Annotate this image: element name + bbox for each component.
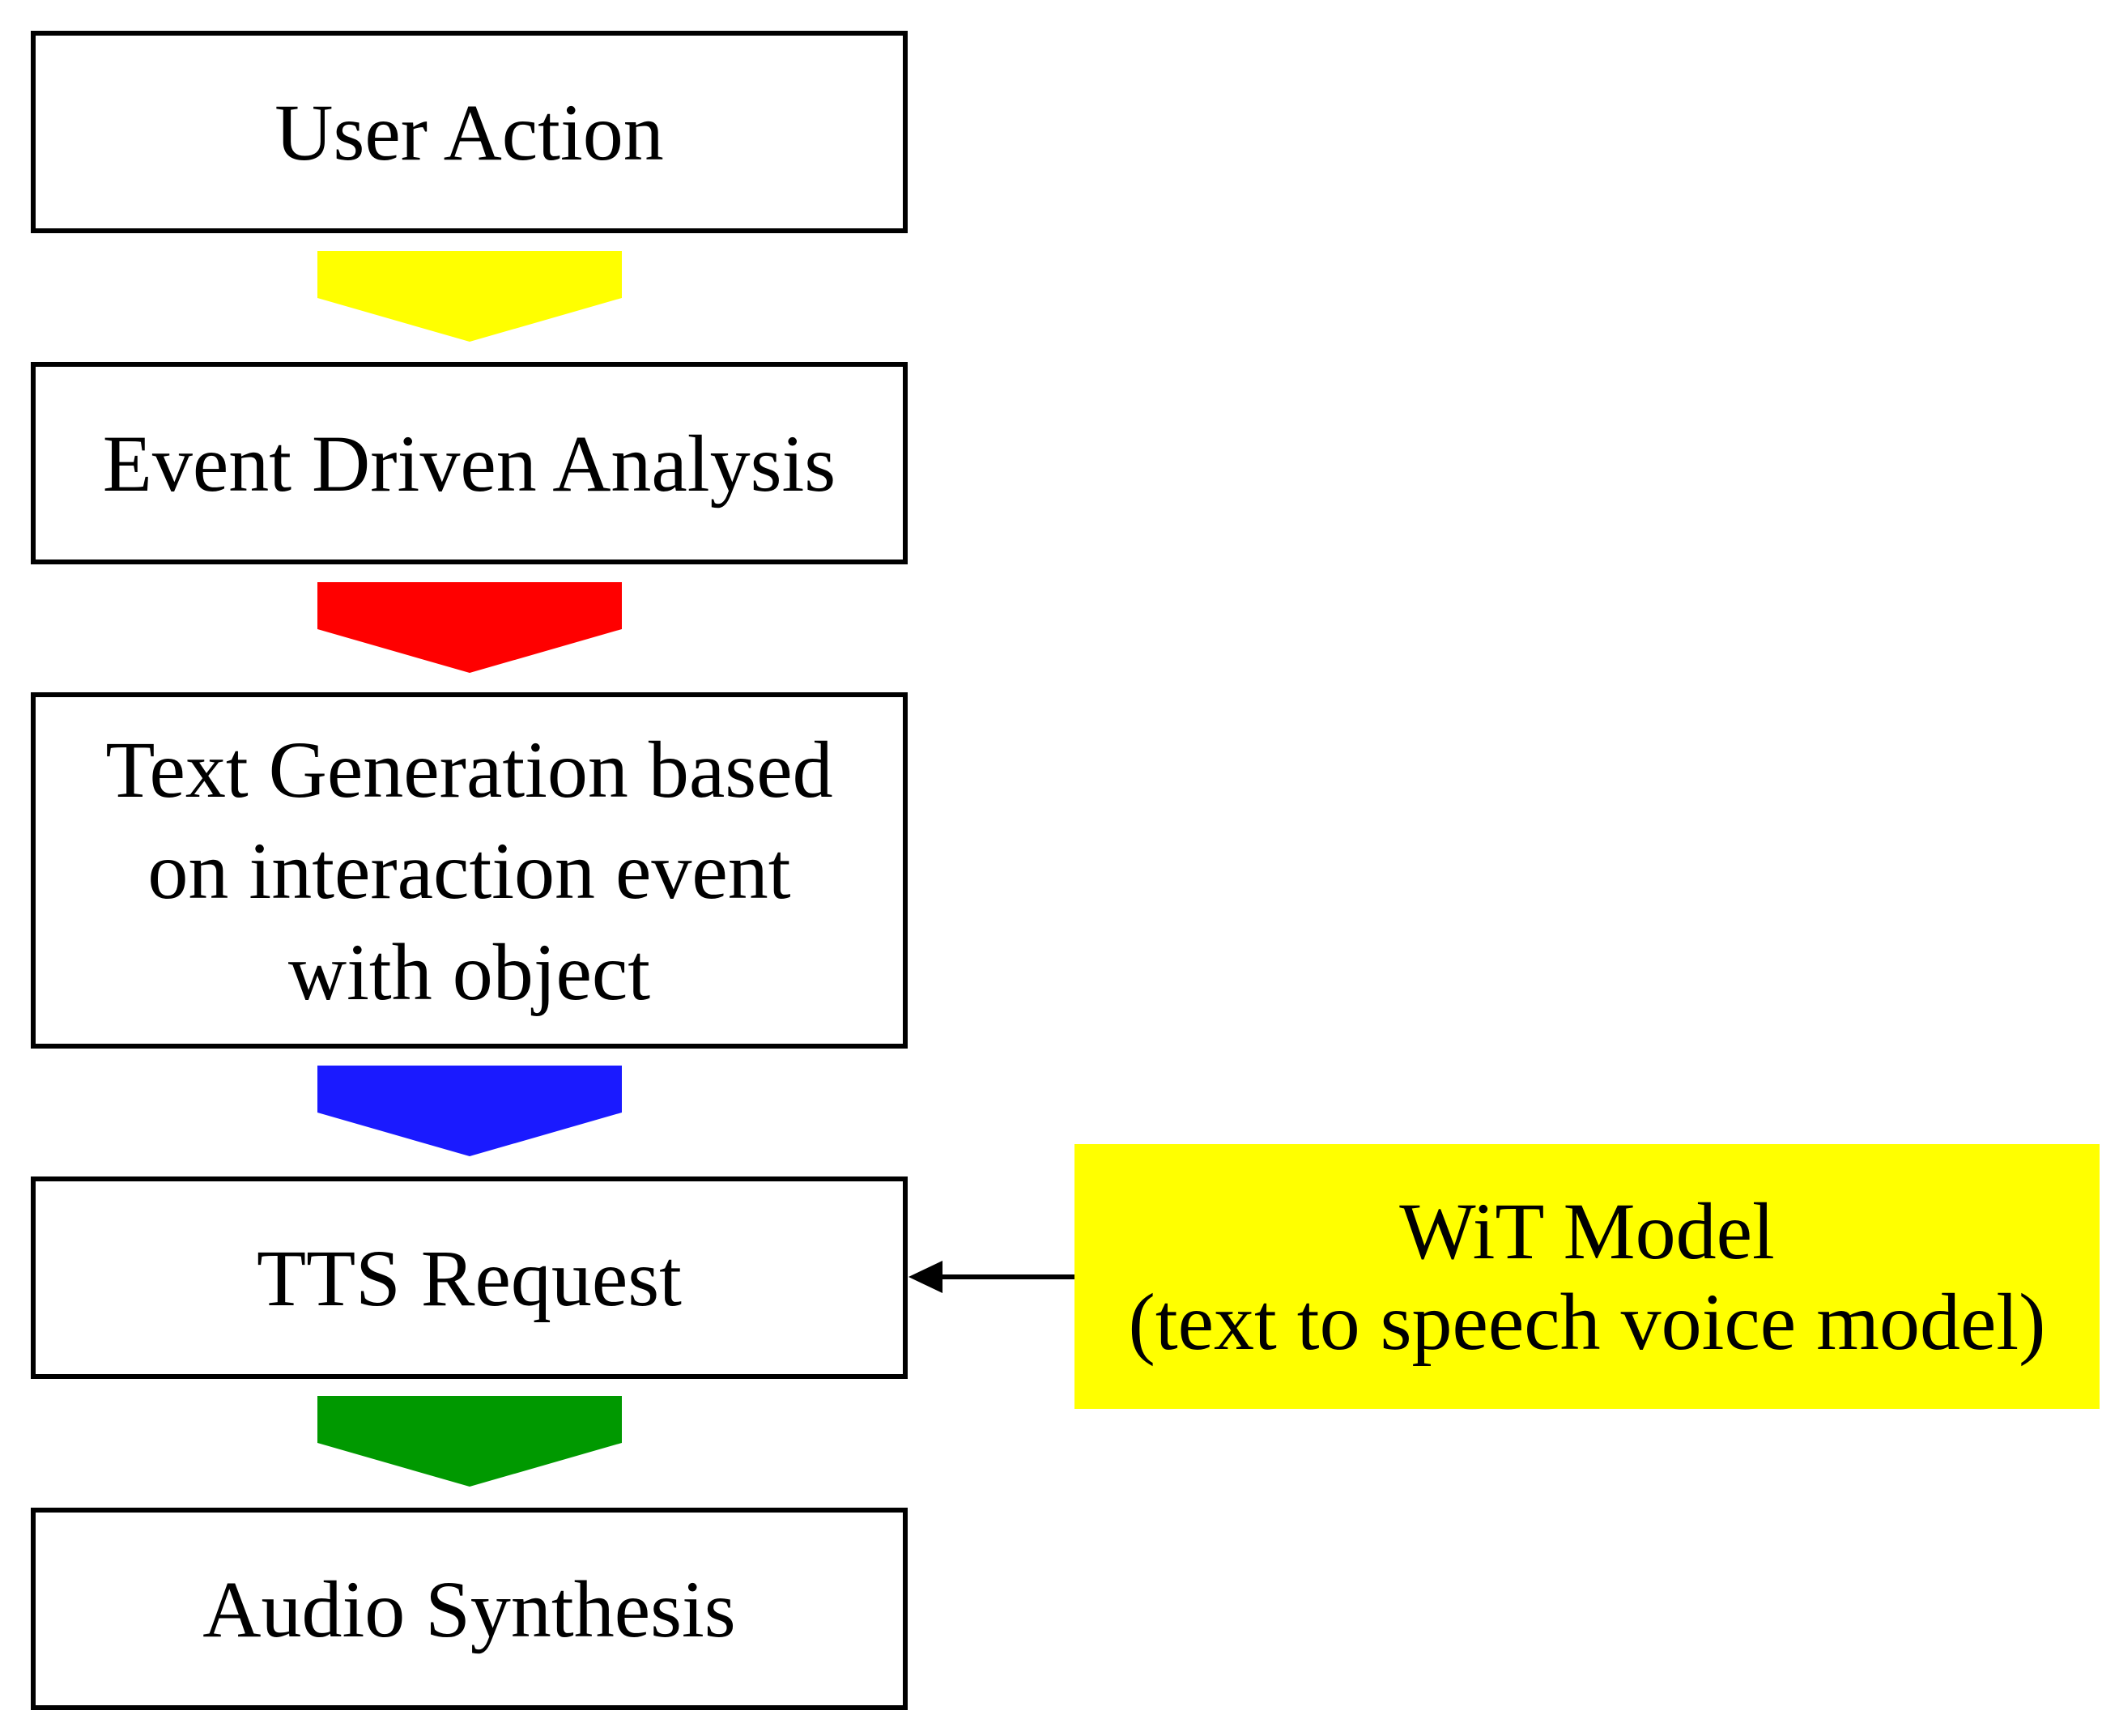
side-model-subtitle: (text to speech voice model) <box>1128 1276 2046 1367</box>
model-to-tts-arrowhead <box>908 1261 942 1293</box>
connector-arrow-red <box>317 582 622 673</box>
step-label: TTS Request <box>257 1232 682 1323</box>
step-tts-request: TTS Request <box>31 1176 908 1379</box>
side-model-title: WiT Model <box>1399 1185 1775 1276</box>
step-text-generation: Text Generation based on interaction eve… <box>31 692 908 1049</box>
step-label: Event Driven Analysis <box>102 418 836 508</box>
step-audio-synthesis: Audio Synthesis <box>31 1508 908 1710</box>
step-event-driven-analysis: Event Driven Analysis <box>31 362 908 564</box>
step-label: Text Generation based on interaction eve… <box>105 724 833 1017</box>
side-model-box: WiT Model (text to speech voice model) <box>1074 1144 2100 1409</box>
side-model-background <box>1074 1144 2100 1409</box>
step-user-action: User Action <box>31 31 908 233</box>
step-label: User Action <box>274 87 664 177</box>
connector-arrow-blue <box>317 1066 622 1156</box>
connector-arrow-yellow <box>317 251 622 342</box>
step-label: Audio Synthesis <box>202 1564 736 1654</box>
connector-arrow-green <box>317 1396 622 1487</box>
